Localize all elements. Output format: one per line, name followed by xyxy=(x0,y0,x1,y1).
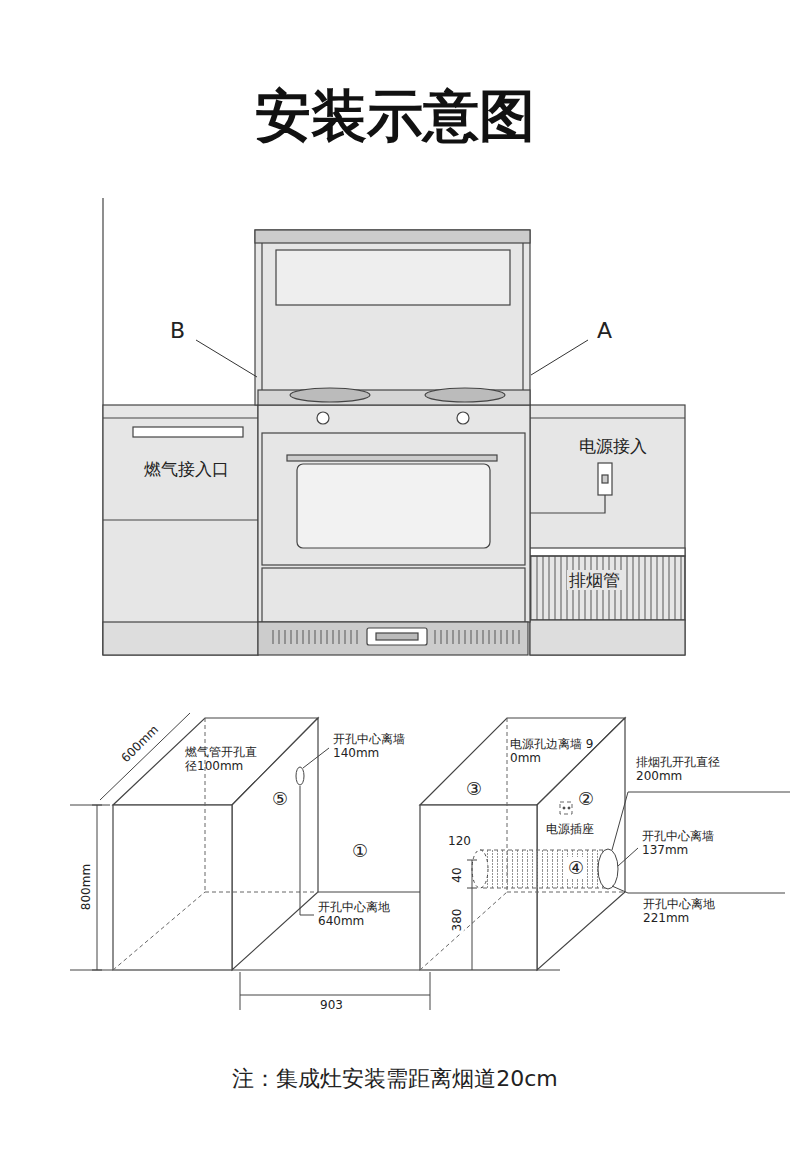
callout-number: ⑤ xyxy=(272,788,288,810)
callout-number: ③ xyxy=(466,778,482,800)
dimension-label: 开孔中心离地 640mm xyxy=(318,900,400,929)
dimension-label: 开孔中心离地 221mm xyxy=(643,897,725,926)
part-label: 电源接入 xyxy=(577,436,649,456)
dimension-label: 排烟孔开孔直径 200mm xyxy=(636,755,726,784)
dimension-label: 电源孔边离墙 90mm xyxy=(510,737,596,766)
part-label: 电源插座 xyxy=(544,822,596,836)
dimension-label: 120 xyxy=(446,834,473,848)
dimension-label: 903 xyxy=(318,998,345,1012)
callout-number: ① xyxy=(352,840,368,862)
dimension-label: 开孔中心离墙 137mm xyxy=(642,829,724,858)
dimension-label: 开孔中心离墙 140mm xyxy=(333,732,415,761)
dimension-label: 燃气管开孔直径100mm xyxy=(185,745,261,774)
part-label: 排烟管 xyxy=(567,570,622,590)
callout-letter: B xyxy=(170,318,185,344)
part-label: 燃气接入口 xyxy=(144,459,229,479)
dimension-label: 380 xyxy=(450,907,464,934)
callout-number: ② xyxy=(576,788,596,810)
install-note: 注：集成灶安装需距离烟道20cm xyxy=(0,1066,790,1092)
dimension-label: 600mm xyxy=(117,721,163,767)
callout-letter: A xyxy=(597,318,612,344)
callout-number: ④ xyxy=(566,857,586,879)
dimension-label: 40 xyxy=(450,865,464,884)
page-title: 安装示意图 xyxy=(0,82,790,149)
dimension-label: 800mm xyxy=(79,862,93,912)
